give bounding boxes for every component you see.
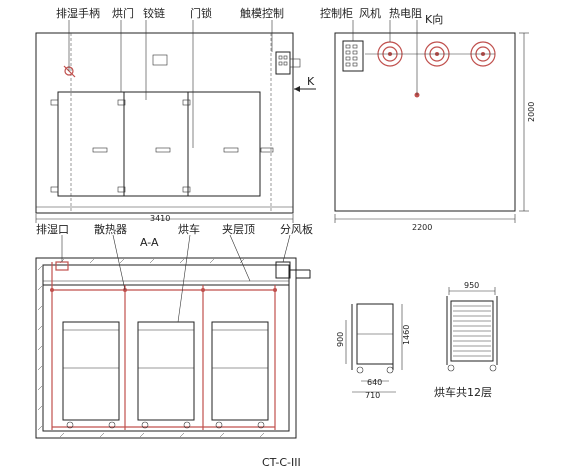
wheel-icon: [386, 366, 394, 374]
section-a-a: [35, 234, 311, 439]
rack-shelves: [453, 305, 491, 357]
label-oven-door: 烘门: [112, 6, 134, 20]
label-k-marker: K: [307, 75, 315, 88]
door-lock: [223, 147, 239, 153]
section-inner-wall: [42, 264, 290, 432]
label-exhaust-port: 排湿口: [36, 222, 69, 236]
control-cabinet-grid: [345, 44, 358, 67]
dim-side-height: 2000: [527, 102, 536, 122]
cart-detail: [345, 303, 403, 393]
hinge: [182, 99, 191, 106]
front-view: [35, 20, 316, 223]
label-control-cabinet: 控制柜: [320, 6, 353, 20]
section-outer-wall: [35, 257, 297, 439]
label-thermal-resistor: 热电阻: [389, 7, 422, 20]
dim-cart-outer-width: 710: [365, 391, 380, 400]
touch-control-box: [275, 51, 291, 75]
oven-door-3: [187, 91, 261, 197]
door-lock: [260, 147, 274, 153]
dim-rack-width: 950: [464, 281, 479, 290]
oven-door-2: [123, 91, 189, 197]
side-view: [334, 20, 529, 223]
oven-cart: [137, 321, 195, 429]
model-number: CT-C-III: [262, 456, 301, 469]
hinge: [117, 186, 126, 193]
label-section-a-a: A-A: [140, 236, 159, 249]
hinge: [117, 99, 126, 106]
arrow-head-icon: [294, 86, 300, 92]
dim-side-width: 2200: [412, 223, 432, 232]
wheel-icon: [489, 364, 497, 372]
oven-cart: [211, 321, 269, 429]
exhaust-port: [55, 261, 69, 271]
label-radiator: 散热器: [94, 222, 127, 236]
vent-window: [152, 54, 168, 66]
label-touch-control: 触模控制: [240, 6, 284, 20]
label-cart-12-layers: 烘车共12层: [434, 385, 492, 399]
dim-cart-inner-height: 900: [336, 332, 345, 347]
rack-frame: [450, 300, 494, 362]
oven-door-1: [57, 91, 125, 197]
label-fan: 风机: [359, 6, 381, 20]
dim-cart-inner-width: 640: [367, 378, 382, 387]
label-k-view: K向: [425, 12, 443, 26]
wall-hatching: [37, 258, 265, 438]
hinge: [182, 186, 191, 193]
wheel-icon: [356, 366, 364, 374]
side-outline: [334, 32, 516, 212]
door-lock: [92, 147, 108, 153]
label-moisture-handle: 排湿手柄: [56, 6, 100, 20]
door-lock: [155, 147, 171, 153]
air-distribution-plate: [275, 261, 291, 279]
label-interlayer-top: 夹层顶: [222, 223, 255, 236]
label-air-plate: 分风板: [280, 222, 313, 236]
label-door-lock: 门锁: [190, 6, 212, 20]
hinge: [50, 186, 59, 193]
label-hinge: 铰链: [143, 6, 165, 20]
label-oven-cart: 烘车: [178, 222, 200, 236]
front-outline: [35, 32, 294, 214]
dim-cart-outer-height: 1460: [402, 325, 411, 345]
tray-rack: [446, 287, 498, 372]
hinge: [50, 99, 59, 106]
dim-front-width: 3410: [150, 214, 170, 223]
wheel-icon: [447, 364, 455, 372]
oven-cart: [62, 321, 120, 429]
